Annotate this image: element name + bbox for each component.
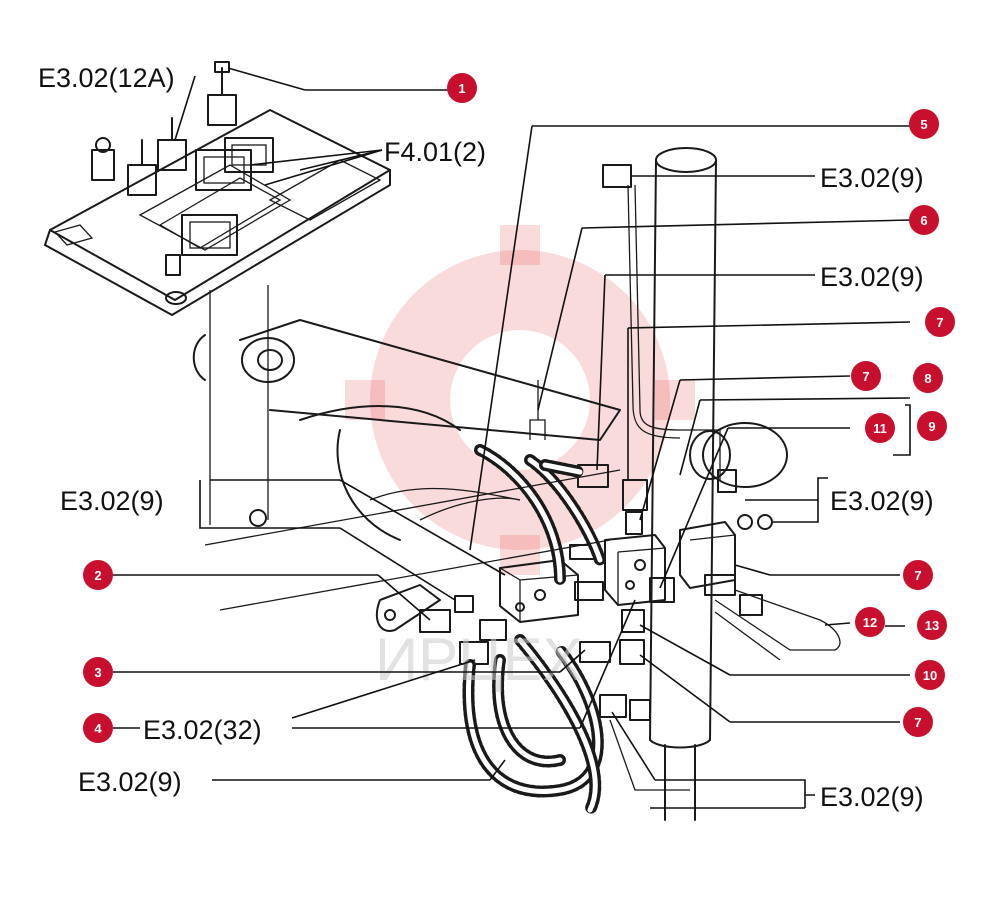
callout-badge[interactable]: 7 [925, 307, 955, 337]
leader-lines [113, 67, 911, 809]
reference-label-mid-right: E3.02(9) [830, 486, 934, 516]
callout-badge[interactable]: 7 [903, 560, 933, 590]
svg-text:5: 5 [920, 117, 927, 132]
callout-badge[interactable]: 5 [909, 109, 939, 139]
reference-labels: E3.02(12A) F4.01(2) E3.02(9) E3.02(9) E3… [38, 63, 934, 812]
callout-badge[interactable]: 11 [865, 413, 895, 443]
callout-badge[interactable]: 1 [447, 73, 477, 103]
reference-label-hose: E3.02(32) [143, 715, 262, 745]
reference-label-top-right-1: E3.02(9) [820, 163, 924, 193]
control-panel [44, 61, 391, 525]
svg-text:7: 7 [914, 715, 921, 730]
reference-label-top-right-2: E3.02(9) [820, 262, 924, 292]
callout-badge[interactable]: 12 [855, 607, 885, 637]
mount-bracket [375, 584, 441, 632]
svg-text:9: 9 [928, 419, 935, 434]
callout-badge[interactable]: 6 [909, 205, 939, 235]
callout-badges: 1 2 3 4 5 6 7 7 7 7 8 9 10 11 12 13 [83, 73, 955, 743]
round-component [689, 422, 788, 488]
frame-line [204, 469, 621, 546]
reference-label-bottom-right: E3.02(9) [820, 782, 924, 812]
switch-reference-label: E3.02(12A) [38, 63, 175, 93]
callout-badge[interactable]: 4 [83, 713, 113, 743]
pipe-lines [369, 184, 841, 791]
svg-text:7: 7 [914, 568, 921, 583]
svg-text:10: 10 [923, 668, 937, 683]
callout-badge[interactable]: 13 [917, 610, 947, 640]
callout-badge[interactable]: 3 [83, 657, 113, 687]
svg-text:3: 3 [94, 665, 101, 680]
callout-badge[interactable]: 7 [851, 361, 881, 391]
reference-label-left-bottom: E3.02(9) [78, 767, 182, 797]
vertical-post [649, 147, 717, 821]
svg-text:4: 4 [94, 721, 102, 736]
callout-badge[interactable]: 8 [913, 363, 943, 393]
svg-text:8: 8 [924, 371, 931, 386]
valve-block-right [604, 534, 666, 606]
svg-text:12: 12 [863, 615, 877, 630]
svg-text:6: 6 [920, 213, 927, 228]
side-valve [679, 521, 736, 589]
watermark-text: ИРЦЕХ [375, 626, 583, 693]
svg-text:7: 7 [936, 315, 943, 330]
panel-reference-label: F4.01(2) [384, 137, 486, 167]
panel-knob [165, 254, 187, 305]
hydraulic-hoses [462, 444, 606, 816]
svg-text:1: 1 [458, 81, 465, 96]
svg-text:2: 2 [94, 568, 101, 583]
toggle-switches [91, 61, 237, 196]
svg-text:7: 7 [862, 369, 869, 384]
lift-arm [192, 319, 621, 541]
svg-text:13: 13 [925, 618, 939, 633]
callout-badge[interactable]: 10 [915, 660, 945, 690]
callout-badge[interactable]: 2 [83, 560, 113, 590]
reference-label-left-mid: E3.02(9) [60, 486, 164, 516]
rocker-switches [181, 137, 274, 256]
callout-badge[interactable]: 9 [917, 411, 947, 441]
callout-badge[interactable]: 7 [903, 707, 933, 737]
svg-text:11: 11 [873, 421, 887, 436]
